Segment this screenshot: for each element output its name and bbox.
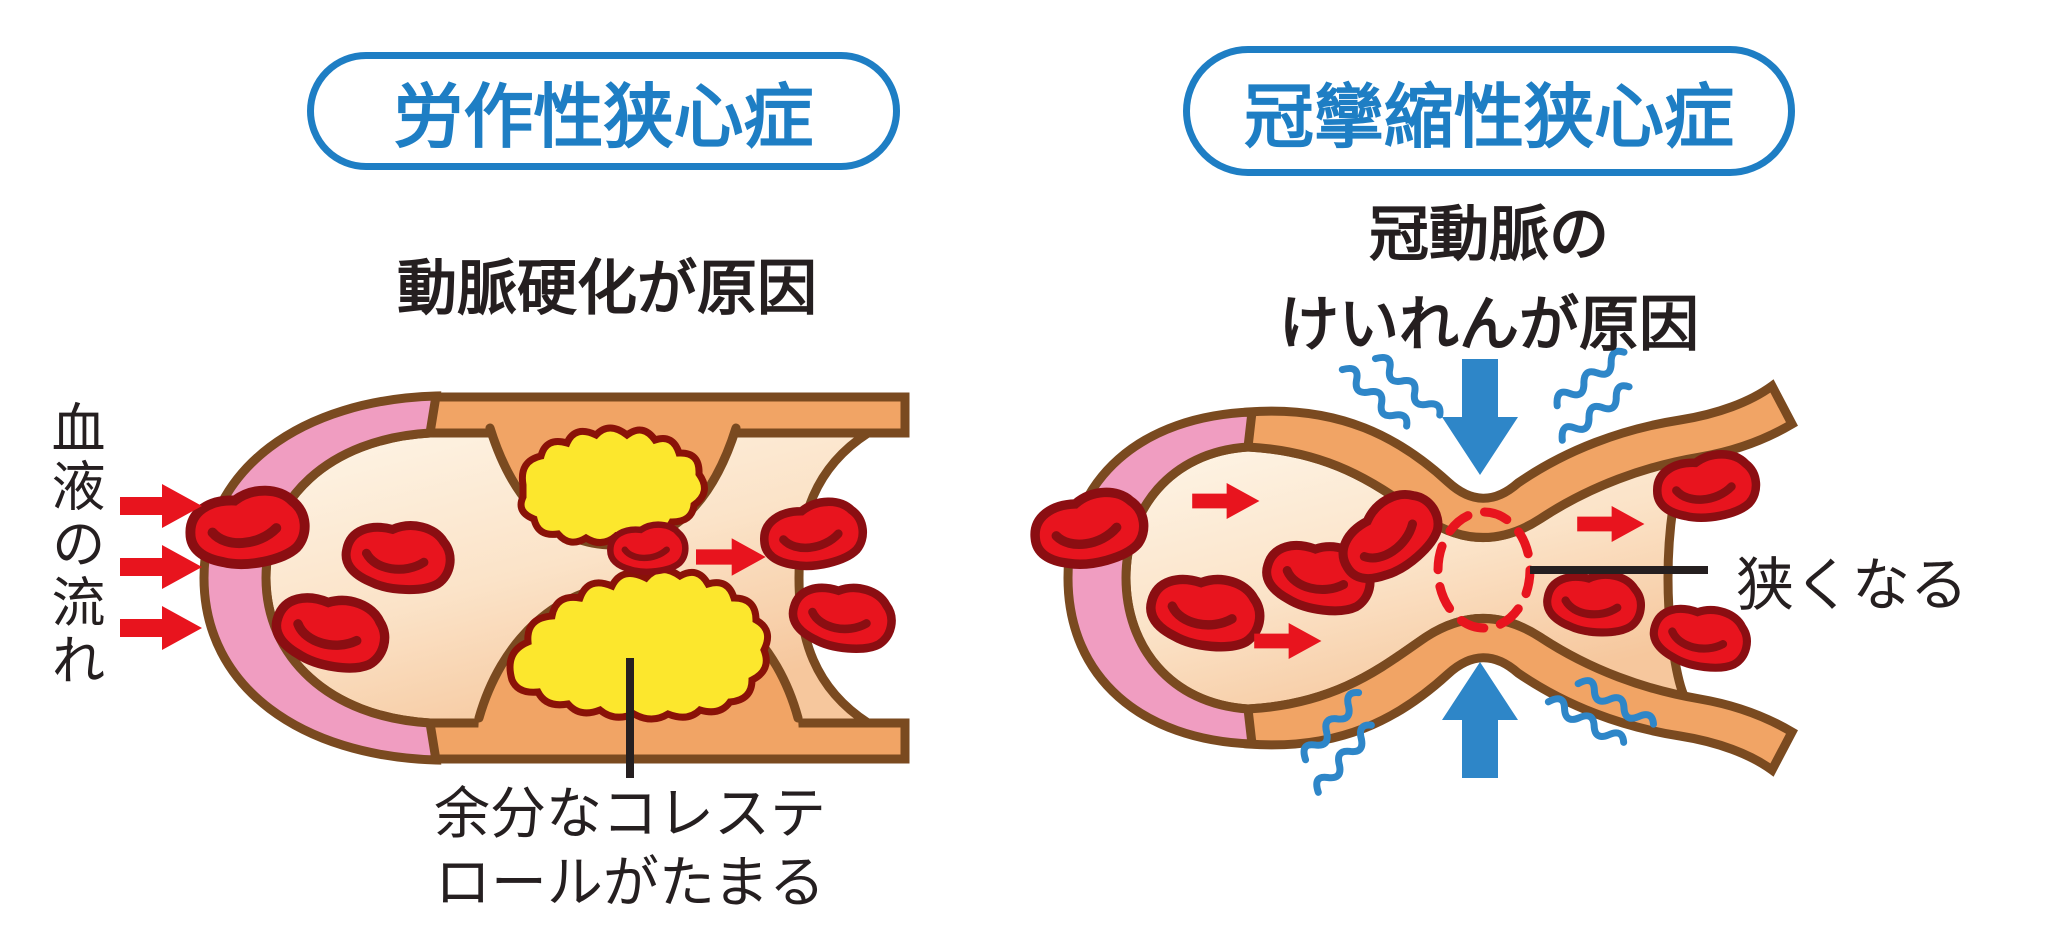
cholesterol-caption-line1: 余分なコレステ bbox=[434, 782, 826, 847]
blood-flow-arrow-icon bbox=[120, 606, 202, 650]
spasm-arrow-up-icon bbox=[1442, 662, 1518, 778]
vasospastic-angina-artery bbox=[1029, 338, 1798, 793]
right-panel-subtitle-line1: 冠動脈の bbox=[1369, 200, 1609, 270]
narrowing-caption: 狭くなる bbox=[1736, 551, 1969, 619]
cholesterol-caption-line2: ロールがたまる bbox=[434, 851, 826, 916]
blood-flow-arrows bbox=[120, 484, 202, 650]
right-panel-subtitle: 冠動脈の けいれんが原因 bbox=[1180, 190, 1798, 370]
cholesterol-plaque-bottom bbox=[506, 566, 772, 723]
blood-flow-label: 血液の流れ bbox=[42, 400, 105, 690]
left-panel-title-badge: 労作性狭心症 bbox=[307, 52, 900, 170]
right-panel-subtitle-line2: けいれんが原因 bbox=[1279, 290, 1699, 360]
cholesterol-plaque-top bbox=[517, 424, 708, 546]
red-blood-cell bbox=[609, 523, 687, 575]
right-panel-title-badge: 冠攣縮性狭心症 bbox=[1183, 46, 1795, 176]
effort-angina-artery bbox=[120, 391, 910, 778]
spasm-arrow-down-icon bbox=[1442, 359, 1518, 475]
left-panel-subtitle: 動脈硬化が原因 bbox=[397, 254, 817, 324]
red-blood-cell bbox=[1545, 571, 1643, 635]
right-panel-title: 冠攣縮性狭心症 bbox=[1244, 75, 1734, 158]
blood-flow-arrow-icon bbox=[120, 545, 202, 589]
cholesterol-caption: 余分なコレステ ロールがたまる bbox=[320, 780, 940, 918]
left-panel-title: 労作性狭心症 bbox=[393, 75, 814, 158]
